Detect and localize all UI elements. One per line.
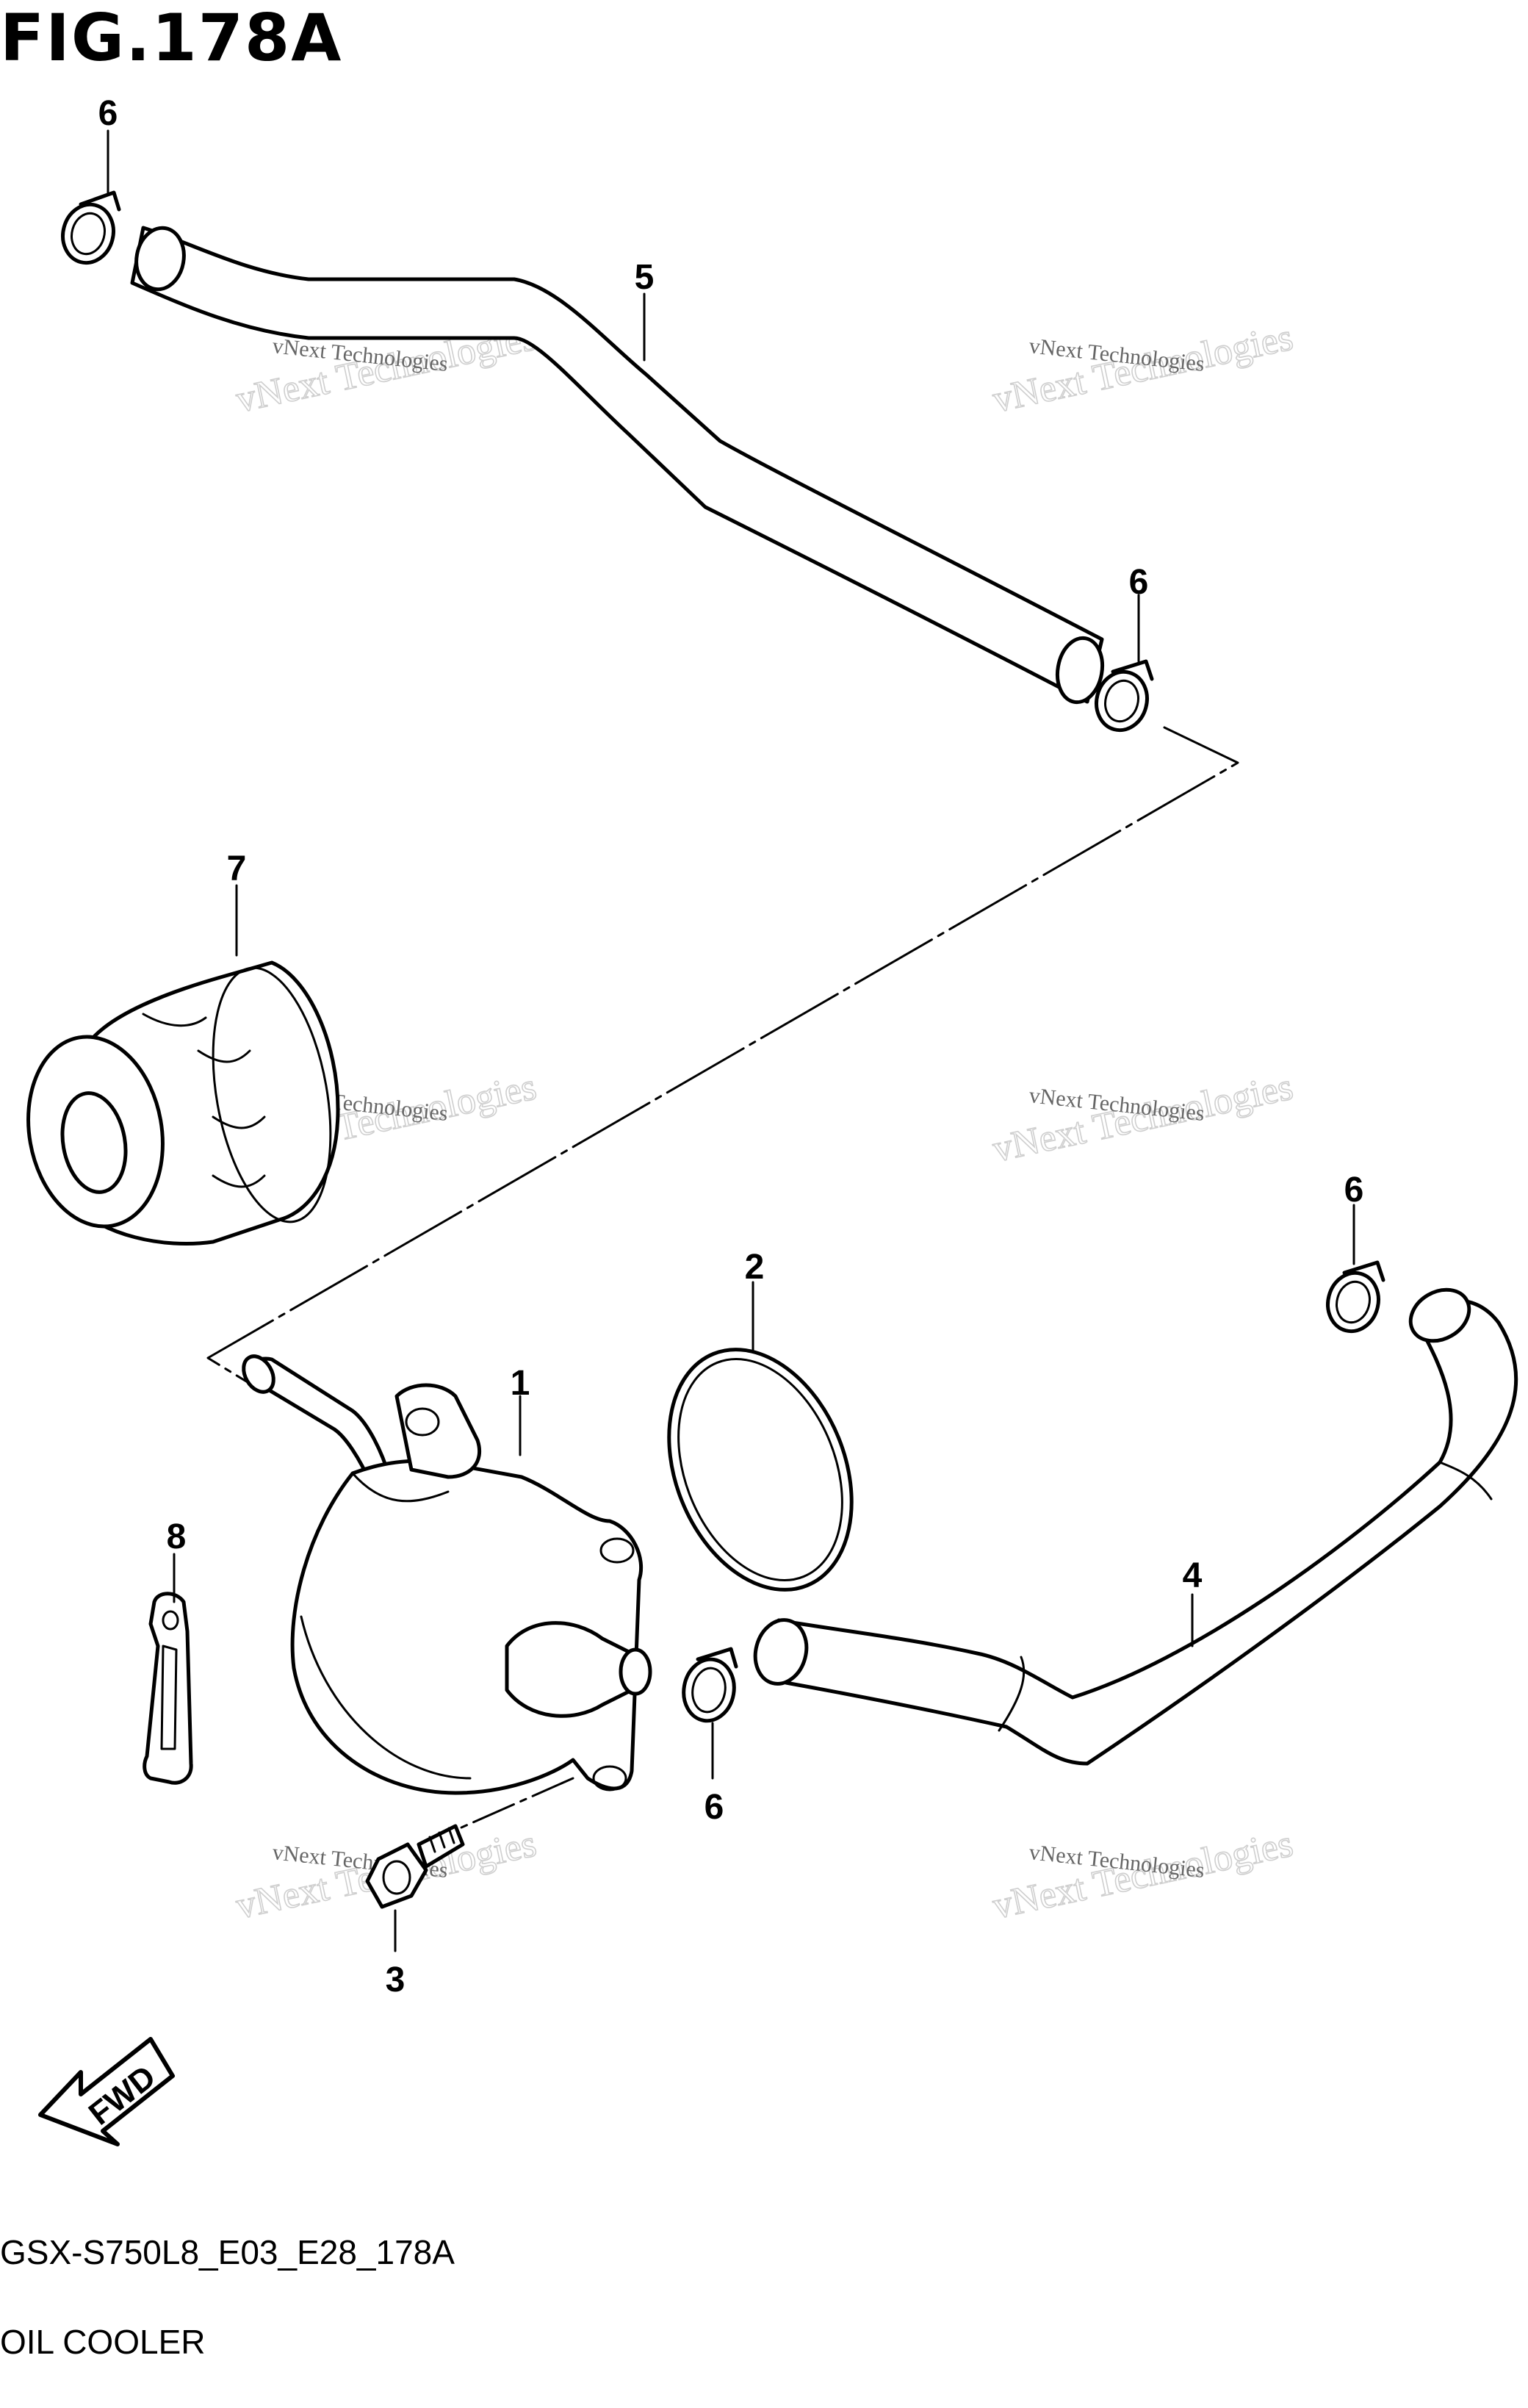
- callout-8: 8: [167, 1517, 187, 1556]
- callouts: 6 5 6 7 2 6 1 8 4 6 3: [98, 94, 1364, 1999]
- watermark: vNext Technologies vNext Technologies: [989, 1822, 1297, 1928]
- assembly-line: [206, 726, 1239, 1394]
- callout-2: 2: [745, 1248, 765, 1287]
- part-7-oil-filter: [26, 960, 340, 1246]
- watermark: vNext Technologies vNext Technologies: [989, 1065, 1297, 1171]
- leader-lines: [107, 129, 1355, 1952]
- part-4-hose: [753, 1287, 1518, 1766]
- drawing-code: GSX-S750L8_E03_E28_178A: [0, 2233, 455, 2271]
- callout-6: 6: [704, 1788, 724, 1827]
- part-8-bracket: [143, 1592, 193, 1785]
- part-5-hose: [130, 226, 1105, 705]
- part-6-clamp-upper-right: [1095, 659, 1154, 733]
- callout-6: 6: [1129, 563, 1149, 602]
- callout-7: 7: [227, 849, 247, 888]
- callout-6: 6: [1344, 1171, 1364, 1210]
- figure-title: FIG.178A: [0, 0, 343, 76]
- callout-4: 4: [1183, 1556, 1203, 1595]
- part-6-clamp-top: [61, 190, 121, 265]
- callout-3: 3: [386, 1960, 406, 1999]
- diagram-caption: OIL COOLER: [0, 2323, 206, 2361]
- fwd-arrow-icon: FWD: [38, 2037, 175, 2146]
- part-1-oil-cooler: [242, 1354, 652, 1795]
- part-2-o-ring: [667, 1348, 854, 1592]
- part-6-clamp-lower-right: [1326, 1260, 1385, 1334]
- part-3-bolt: [365, 1777, 574, 1909]
- callout-6: 6: [98, 94, 118, 133]
- callout-5: 5: [635, 258, 655, 297]
- callout-1: 1: [511, 1364, 530, 1403]
- watermark: vNext Technologies vNext Technologies: [989, 316, 1297, 422]
- part-6-clamp-lower-center: [682, 1647, 738, 1723]
